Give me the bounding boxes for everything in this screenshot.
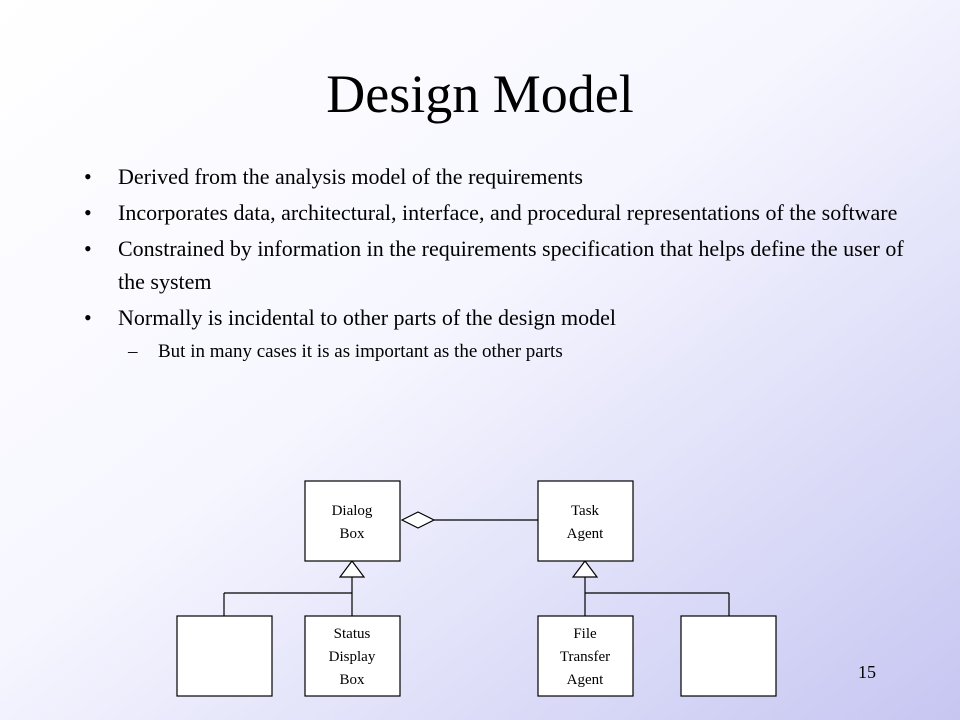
sub-bullet-dash: – bbox=[128, 341, 138, 362]
aggregation-diamond bbox=[400, 511, 436, 529]
file-transfer-agent-class bbox=[537, 615, 634, 697]
status-display-box-class bbox=[304, 615, 401, 697]
sub-bullet-item: – But in many cases it is as important a… bbox=[84, 337, 904, 367]
bullet-dot: • bbox=[84, 236, 92, 261]
slide-title: Design Model bbox=[326, 64, 634, 124]
unnamed-class-left bbox=[176, 615, 273, 697]
bullet-dot: • bbox=[84, 164, 92, 189]
generalization-triangle-right bbox=[571, 560, 599, 578]
status-display-box-label-line: Display bbox=[329, 649, 376, 665]
status-display-box-label-line: Box bbox=[339, 672, 365, 688]
generalization-triangle-left bbox=[338, 560, 366, 578]
bullet-dot: • bbox=[84, 305, 92, 330]
bullet-text: Incorporates data, architectural, interf… bbox=[118, 200, 898, 225]
bullet-text: Constrained by information in the requir… bbox=[118, 236, 904, 294]
file-transfer-agent-label-line: File bbox=[573, 626, 597, 642]
task-agent-label-line: Task bbox=[571, 503, 600, 519]
task-agent-class bbox=[537, 480, 634, 562]
bullet-item: • Normally is incidental to other parts … bbox=[84, 301, 904, 334]
status-display-box-label-line: Status bbox=[334, 626, 371, 642]
bullet-item: • Incorporates data, architectural, inte… bbox=[84, 196, 904, 229]
page-number: 15 bbox=[858, 662, 876, 682]
bullet-dot: • bbox=[84, 200, 92, 225]
dialog-box-label-line: Box bbox=[339, 526, 365, 542]
dialog-box-label-line: Dialog bbox=[332, 503, 373, 519]
file-transfer-agent-label-line: Agent bbox=[567, 672, 604, 688]
bullet-item: • Constrained by information in the requ… bbox=[84, 232, 904, 298]
dialog-box-class bbox=[304, 480, 401, 562]
bullet-text: Normally is incidental to other parts of… bbox=[118, 305, 616, 330]
task-agent-label-line: Agent bbox=[567, 526, 604, 542]
sub-bullet-text: But in many cases it is as important as … bbox=[158, 341, 563, 362]
file-transfer-agent-label-line: Transfer bbox=[560, 649, 610, 665]
bullet-list: • Derived from the analysis model of the… bbox=[84, 160, 904, 367]
bullet-item: • Derived from the analysis model of the… bbox=[84, 160, 904, 193]
bullet-text: Derived from the analysis model of the r… bbox=[118, 164, 583, 189]
unnamed-class-right bbox=[680, 615, 777, 697]
